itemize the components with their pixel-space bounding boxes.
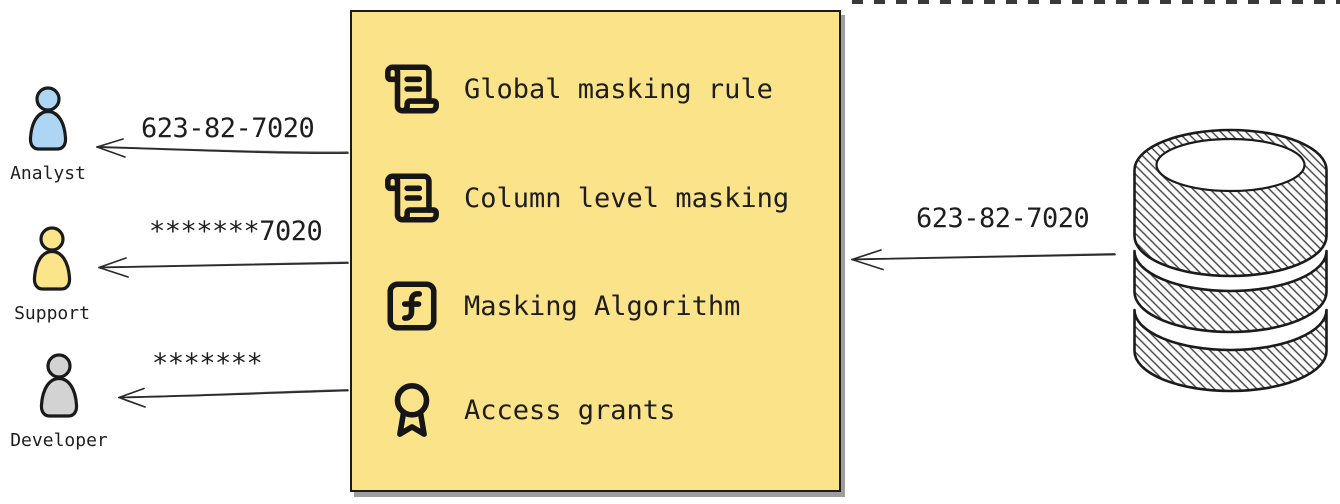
masking-item-label: Access grants — [464, 394, 676, 426]
masking-item-access-grants: Access grants — [383, 381, 675, 439]
database-raw-value: 623-82-7020 — [916, 203, 1090, 234]
recipient-support: Support — [0, 226, 112, 324]
cropped-dashed-border — [852, 0, 1340, 4]
arrow-from-database-icon — [851, 249, 1116, 271]
person-icon — [32, 226, 72, 291]
recipient-analyst: Analyst — [0, 86, 108, 184]
masking-item-algorithm: Masking Algorithm — [383, 277, 740, 335]
masking-item-column-level: Column level masking — [383, 169, 789, 227]
award-icon — [394, 383, 430, 437]
support-masked-value: *******7020 — [149, 216, 323, 247]
support-label: Support — [14, 303, 90, 324]
arrow-to-developer-icon — [118, 387, 349, 408]
masking-item-global-rule: Global masking rule — [383, 60, 773, 118]
masking-item-label: Column level masking — [464, 182, 790, 214]
scroll-text-icon — [385, 173, 439, 223]
function-square-icon — [387, 281, 437, 331]
person-icon — [28, 86, 68, 151]
recipient-developer: Developer — [0, 353, 119, 451]
masking-rules-box: Global masking rule Column level masking… — [350, 10, 841, 492]
masking-item-label: Global masking rule — [464, 73, 773, 105]
developer-label: Developer — [10, 430, 108, 451]
analyst-masked-value: 623-82-7020 — [141, 113, 315, 144]
arrow-to-support-icon — [98, 257, 349, 278]
developer-masked-value: ******* — [152, 348, 263, 379]
scroll-text-icon — [385, 64, 439, 114]
arrow-to-analyst-icon — [96, 138, 349, 158]
masking-item-label: Masking Algorithm — [464, 290, 741, 322]
analyst-label: Analyst — [10, 163, 86, 184]
database-icon — [1133, 128, 1328, 393]
person-icon — [39, 353, 79, 418]
